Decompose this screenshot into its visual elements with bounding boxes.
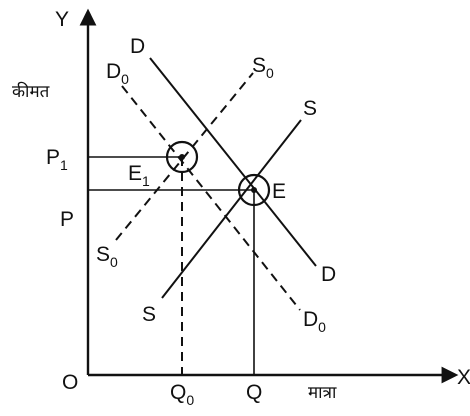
y-axis-letter: Y	[55, 8, 69, 31]
origin-label: O	[62, 371, 78, 394]
x-axis-title: मात्रा	[308, 383, 337, 403]
label-q: Q	[246, 381, 262, 404]
label-e1: E1	[128, 162, 150, 189]
label-s0-top: S0	[252, 54, 274, 81]
label-d: D	[130, 35, 145, 58]
y-axis-title: कीमत	[12, 81, 50, 102]
label-d-bottom: D	[321, 263, 336, 286]
equilibrium-marker-e1	[165, 140, 199, 174]
label-s-bottom: S	[142, 303, 156, 326]
label-d0-bottom: D0	[303, 308, 326, 335]
supply-curve-s	[161, 119, 302, 299]
label-d0-top: D0	[106, 60, 129, 87]
equilibrium-marker-e	[237, 173, 271, 207]
label-p: P	[60, 208, 74, 231]
equilibrium-dot-e1	[179, 154, 185, 160]
label-s-top: S	[303, 97, 317, 120]
label-p1: P1	[46, 146, 68, 173]
label-e: E	[272, 180, 286, 203]
equilibrium-dot-e	[251, 187, 257, 193]
demand-curve-d	[149, 57, 317, 267]
demand-curve-d0	[121, 85, 301, 311]
label-q0: Q0	[170, 381, 194, 408]
x-axis-letter: X	[457, 366, 470, 389]
label-s0-bottom: S0	[96, 243, 118, 270]
